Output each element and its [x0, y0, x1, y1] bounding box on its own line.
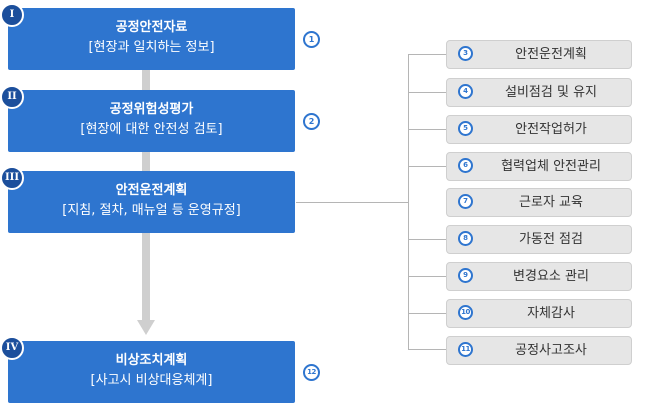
sub-step-label: 가동전 점검	[519, 232, 583, 247]
sub-step-label: 안전작업허가	[515, 122, 587, 137]
step-number-circle: 2	[303, 113, 320, 130]
sub-step-label: 공정사고조사	[515, 343, 587, 358]
roman-numeral-badge: I	[0, 3, 24, 27]
sub-step: 3 안전운전계획	[446, 40, 632, 69]
main-step-title: 공정안전자료	[115, 20, 188, 35]
main-step-title: 안전운전계획	[115, 183, 188, 198]
step-number-circle: 3	[458, 46, 473, 61]
main-step-title: 공정위험성평가	[109, 102, 194, 117]
main-step-subtitle: [지침, 절차, 매뉴얼 등 운영규정]	[62, 203, 241, 218]
step-number-circle: 7	[458, 194, 473, 209]
roman-numeral-badge: IV	[0, 336, 24, 360]
bracket-stub	[408, 276, 446, 277]
sub-step-label: 자체감사	[527, 306, 575, 321]
sub-step: 8 가동전 점검	[446, 225, 632, 254]
flow-arrow-down-icon	[137, 320, 155, 335]
step-number-circle: 10	[458, 305, 473, 320]
sub-steps-bracket	[408, 54, 446, 350]
roman-numeral-badge: III	[0, 166, 24, 190]
bracket-stub	[408, 92, 446, 93]
sub-step-label: 협력업체 안전관리	[501, 159, 601, 174]
main-step-subtitle: [현장에 대한 안전성 검토]	[80, 122, 223, 137]
step-number-circle: 9	[458, 268, 473, 283]
step-number-circle: 8	[458, 231, 473, 246]
sub-step-label: 변경요소 관리	[513, 269, 589, 284]
main-step-subtitle: [사고시 비상대응체계]	[90, 373, 213, 388]
sub-step: 10 자체감사	[446, 299, 632, 328]
main-step-1: 공정안전자료 [현장과 일치하는 정보]	[8, 8, 295, 70]
bracket-stub	[408, 239, 446, 240]
sub-step-label: 설비점검 및 유지	[505, 85, 597, 100]
main-step-subtitle: [현장과 일치하는 정보]	[88, 40, 215, 55]
sub-step: 9 변경요소 관리	[446, 262, 632, 291]
main-step-title: 비상조치계획	[115, 353, 188, 368]
step-number-circle: 12	[303, 364, 320, 381]
sub-step: 11 공정사고조사	[446, 336, 632, 365]
step-number-circle: 6	[458, 158, 473, 173]
sub-step: 5 안전작업허가	[446, 115, 632, 144]
bracket-stub	[408, 313, 446, 314]
step-number-circle: 1	[303, 31, 320, 48]
sub-step: 4 설비점검 및 유지	[446, 78, 632, 107]
sub-step-label: 안전운전계획	[515, 47, 587, 62]
roman-numeral-badge: II	[0, 85, 24, 109]
main-step-3: 안전운전계획 [지침, 절차, 매뉴얼 등 운영규정]	[8, 171, 295, 233]
sub-step: 6 협력업체 안전관리	[446, 152, 632, 181]
bracket-stub	[408, 166, 446, 167]
main-step-2: 공정위험성평가 [현장에 대한 안전성 검토]	[8, 90, 295, 152]
step-number-circle: 11	[458, 342, 473, 357]
sub-step-label: 근로자 교육	[519, 195, 583, 210]
bracket-stub	[408, 129, 446, 130]
sub-step: 7 근로자 교육	[446, 188, 632, 217]
step-number-circle: 4	[458, 84, 473, 99]
branch-connector-line	[296, 202, 408, 203]
main-step-4: 비상조치계획 [사고시 비상대응체계]	[8, 341, 295, 403]
step-number-circle: 5	[458, 121, 473, 136]
